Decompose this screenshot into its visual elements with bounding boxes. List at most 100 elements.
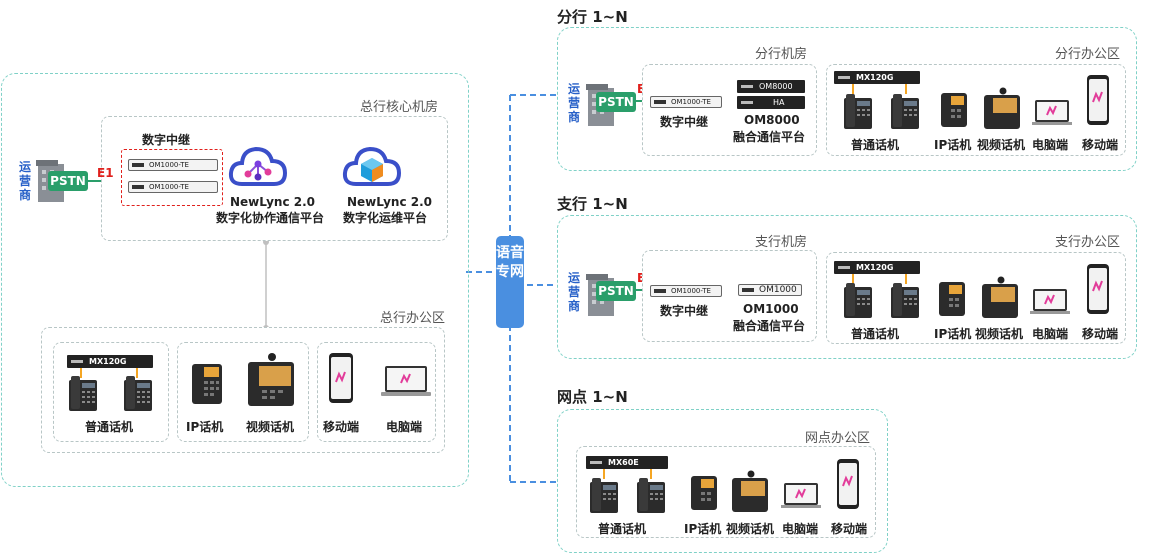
- sub-branch-title: 支行 1~N: [557, 195, 628, 213]
- desk-phone-icon: [891, 283, 919, 318]
- hq-pstn-badge: PSTN: [48, 171, 88, 191]
- sub-branch-trunk-device: OM1000-TE: [650, 285, 722, 297]
- branch-mobile-label: 移动端: [1082, 138, 1119, 152]
- desk-phone-icon: [637, 478, 665, 513]
- video-phone-icon: [984, 87, 1020, 129]
- sub-branch-pc-label: 电脑端: [1032, 327, 1069, 341]
- branch-room: [642, 64, 817, 156]
- platform1-desc: 数字化协作通信平台: [216, 211, 325, 225]
- branch-om-device-2: HA: [737, 96, 805, 109]
- laptop-icon: [1032, 100, 1072, 125]
- hq-gateway: MX120G: [67, 355, 153, 368]
- laptop-icon: [381, 366, 431, 396]
- hq-e1-label: E1: [97, 166, 114, 180]
- sub-branch-ip-phone-label: IP话机: [934, 327, 972, 341]
- branch-title: 分行 1~N: [557, 8, 628, 26]
- video-phone-icon: [732, 470, 768, 512]
- sub-branch-om-name: OM1000: [743, 302, 799, 316]
- outlet-ordinary-phone-label: 普通话机: [598, 522, 647, 536]
- branch-om-desc: 融合通信平台: [733, 130, 806, 144]
- outlet-container: [557, 409, 888, 553]
- outlet-gateway: MX60E: [586, 456, 668, 469]
- outlet-gateway-wire-2: [650, 469, 652, 479]
- desk-phone-icon: [124, 376, 152, 411]
- voice-network-label: 语音专网: [496, 245, 524, 280]
- sub-branch-office-label: 支行办公区: [1055, 235, 1121, 250]
- desk-phone-icon: [844, 283, 872, 318]
- sub-branch-mobile-label: 移动端: [1082, 327, 1119, 341]
- branch-video-phone-label: 视频话机: [977, 138, 1026, 152]
- sub-branch-gateway: MX120G: [834, 261, 920, 274]
- ip-phone-icon: [939, 282, 965, 316]
- hq-ordinary-phone-label: 普通话机: [85, 420, 134, 434]
- laptop-icon: [1030, 289, 1070, 314]
- outlet-ip-phone-label: IP话机: [684, 522, 722, 536]
- hq-gateway-wire-1: [80, 368, 82, 378]
- branch-trunk-label: 数字中继: [660, 115, 709, 129]
- cloud-cube-icon: [342, 146, 402, 186]
- branch-pstn-badge: PSTN: [596, 92, 636, 112]
- sub-branch-gateway-wire-2: [905, 274, 907, 284]
- outlet-mobile-label: 移动端: [831, 522, 868, 536]
- branch-trunk-device: OM1000-TE: [650, 96, 722, 108]
- branch-room-label: 分行机房: [755, 47, 808, 62]
- laptop-icon: [781, 483, 821, 508]
- sub-branch-room-label: 支行机房: [755, 235, 808, 250]
- outlet-video-phone-label: 视频话机: [726, 522, 775, 536]
- mobile-phone-icon: [837, 459, 859, 509]
- voice-network-node: [496, 236, 524, 328]
- outlet-office-label: 网点办公区: [805, 431, 871, 446]
- branch-gateway-wire-2: [905, 84, 907, 94]
- sub-branch-om-desc: 融合通信平台: [733, 319, 806, 333]
- sub-branch-om-device: OM1000: [738, 284, 802, 296]
- mobile-phone-icon: [329, 353, 353, 403]
- hq-trunk-device-1: OM1000-TE: [128, 159, 218, 171]
- branch-ip-phone-label: IP话机: [934, 138, 972, 152]
- sub-branch-container: [557, 215, 1137, 359]
- platform2-desc: 数字化运维平台: [343, 211, 428, 225]
- branch-office-label: 分行办公区: [1055, 47, 1121, 62]
- sub-branch-trunk-label: 数字中继: [660, 304, 709, 318]
- branch-gateway-wire-1: [852, 84, 854, 94]
- hq-trunk-group: [121, 149, 223, 206]
- outlet-gateway-wire-1: [603, 469, 605, 479]
- hq-gateway-wire-2: [136, 368, 138, 378]
- sub-branch-gateway-wire-1: [852, 274, 854, 284]
- branch-container: [557, 27, 1137, 171]
- desk-phone-icon: [844, 94, 872, 129]
- sub-branch-ordinary-phone-label: 普通话机: [851, 327, 900, 341]
- hq-carrier-label: 运营商: [18, 160, 31, 202]
- hq-core-room-label: 总行核心机房: [360, 100, 439, 115]
- mobile-phone-icon: [1087, 75, 1109, 125]
- mobile-phone-icon: [1087, 264, 1109, 314]
- branch-pc-label: 电脑端: [1032, 138, 1069, 152]
- sub-branch-video-phone-label: 视频话机: [975, 327, 1024, 341]
- hq-office-label: 总行办公区: [380, 311, 446, 326]
- hq-container: [1, 73, 469, 487]
- sub-branch-pstn-badge: PSTN: [596, 281, 636, 301]
- platform2-name: NewLync 2.0: [347, 195, 433, 209]
- desk-phone-icon: [69, 376, 97, 411]
- hq-trunk-device-2: OM1000-TE: [128, 181, 218, 193]
- hq-ip-phone-label: IP话机: [186, 420, 224, 434]
- outlet-title: 网点 1~N: [557, 388, 628, 406]
- hq-pc-label: 电脑端: [386, 420, 423, 434]
- sub-branch-carrier-label: 运营商: [567, 271, 580, 313]
- outlet-pc-label: 电脑端: [782, 522, 819, 536]
- branch-carrier-label: 运营商: [567, 82, 580, 124]
- hq-digital-trunk-title: 数字中继: [142, 133, 191, 147]
- branch-om-device-1: OM8000: [737, 80, 805, 93]
- branch-gateway: MX120G: [834, 71, 920, 84]
- branch-ordinary-phone-label: 普通话机: [851, 138, 900, 152]
- desk-phone-icon: [891, 94, 919, 129]
- desk-phone-icon: [590, 478, 618, 513]
- branch-om-name: OM8000: [744, 113, 800, 127]
- platform1-name: NewLync 2.0: [230, 195, 316, 209]
- video-phone-icon: [248, 353, 294, 406]
- hq-video-phone-label: 视频话机: [246, 420, 295, 434]
- ip-phone-icon: [691, 476, 717, 510]
- ip-phone-icon: [192, 364, 222, 404]
- hq-core-room: [101, 116, 448, 241]
- ip-phone-icon: [941, 93, 967, 127]
- video-phone-icon: [982, 276, 1018, 318]
